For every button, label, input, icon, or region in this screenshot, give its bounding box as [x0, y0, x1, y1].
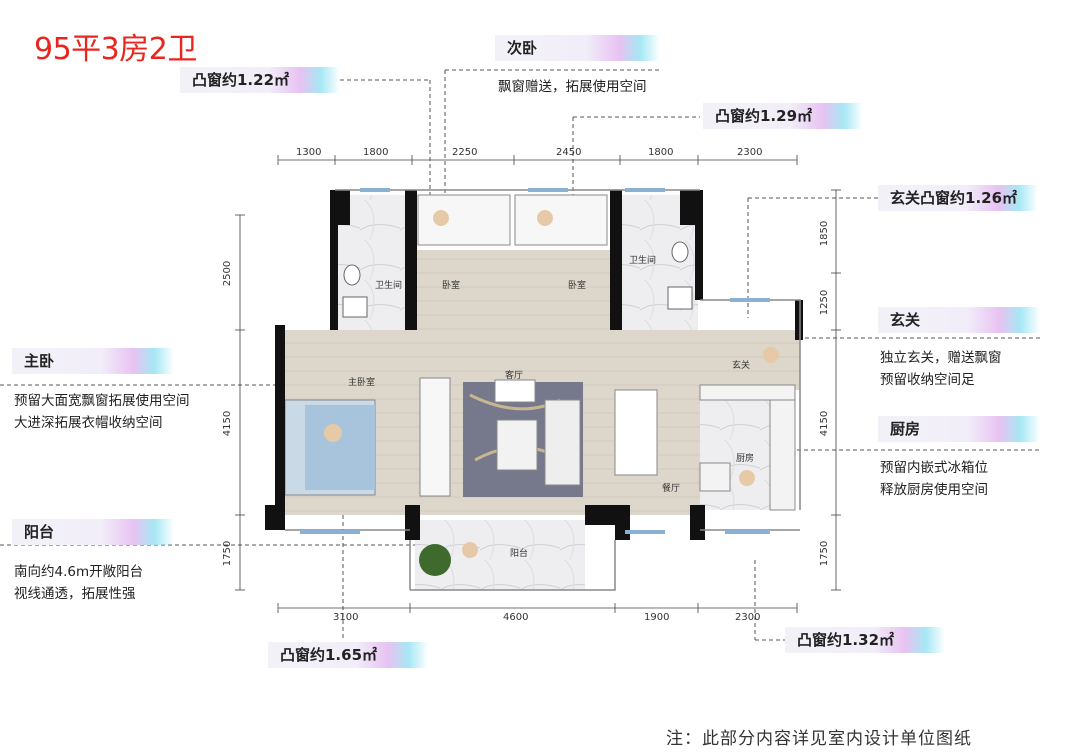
dimension-lines: [235, 155, 841, 613]
callout-chufang-desc-2: 释放厨房使用空间: [880, 482, 988, 498]
dim-right-4: 1750: [819, 540, 831, 567]
room-label-master: 主卧室: [348, 378, 376, 388]
callout-xuanguan-desc-2: 预留收纳空间足: [880, 372, 975, 388]
callout-zhuwo-desc-1: 预留大面宽飘窗拓展使用空间: [14, 393, 190, 409]
callout-xuanguan-label: 玄关: [878, 307, 1040, 333]
callout-chufang-label: 厨房: [878, 416, 1040, 442]
room-label-kitchen: 厨房: [736, 454, 755, 464]
room-label-bed-right: 卧室: [568, 281, 587, 291]
room-label-bath-left: 卫生间: [375, 281, 403, 291]
dim-left-3: 1750: [222, 540, 234, 567]
footnote: 注：此部分内容详见室内设计单位图纸: [666, 729, 972, 749]
callout-bay-window-2: 凸窗约1.29㎡: [703, 103, 863, 129]
room-label-living: 客厅: [505, 371, 524, 381]
dim-bottom-2: 4600: [503, 612, 529, 623]
room-label-dining: 餐厅: [662, 484, 681, 494]
dim-top-3: 2250: [452, 147, 478, 158]
callout-chufang-desc-1: 预留内嵌式冰箱位: [880, 460, 988, 476]
dim-bottom-3: 1900: [644, 612, 670, 623]
callout-yangtai-desc-2: 视线通透，拓展性强: [14, 586, 136, 602]
dim-top-5: 1800: [648, 147, 674, 158]
room-label-entry: 玄关: [732, 361, 751, 371]
dim-left-2: 4150: [222, 410, 234, 437]
dim-top-1: 1300: [296, 147, 322, 158]
room-label-bath-right: 卫生间: [629, 256, 657, 266]
dim-right-3: 4150: [819, 410, 831, 437]
dim-top-6: 2300: [737, 147, 763, 158]
dim-left-1: 2500: [222, 260, 234, 287]
callout-zhuwo-desc-2: 大进深拓展衣帽收纳空间: [14, 415, 163, 431]
callout-bay-window-3: 凸窗约1.65㎡: [268, 642, 428, 668]
dim-right-1: 1850: [819, 220, 831, 247]
callout-ciwo-desc: 飘窗赠送，拓展使用空间: [498, 79, 647, 95]
callout-yangtai-desc-1: 南向约4.6m开敞阳台: [14, 564, 144, 580]
dim-top-2: 1800: [363, 147, 389, 158]
room-label-balcony: 阳台: [510, 549, 529, 559]
callout-bay-window-4: 凸窗约1.32㎡: [785, 627, 945, 653]
dim-top-4: 2450: [556, 147, 582, 158]
dim-bottom-1: 3100: [333, 612, 359, 623]
callout-yangtai-label: 阳台: [12, 519, 174, 545]
dim-right-2: 1250: [819, 289, 831, 316]
callout-entry-bay-window: 玄关凸窗约1.26㎡: [878, 185, 1038, 211]
dim-bottom-4: 2300: [735, 612, 761, 623]
room-label-bed-left: 卧室: [442, 281, 461, 291]
callout-ciwo-label: 次卧: [495, 35, 660, 61]
callout-xuanguan-desc-1: 独立玄关，赠送飘窗: [880, 350, 1002, 366]
callout-bay-window-1: 凸窗约1.22㎡: [180, 67, 340, 93]
page-title: 95平3房2卫: [34, 32, 197, 67]
callout-zhuwo-label: 主卧: [12, 348, 174, 374]
